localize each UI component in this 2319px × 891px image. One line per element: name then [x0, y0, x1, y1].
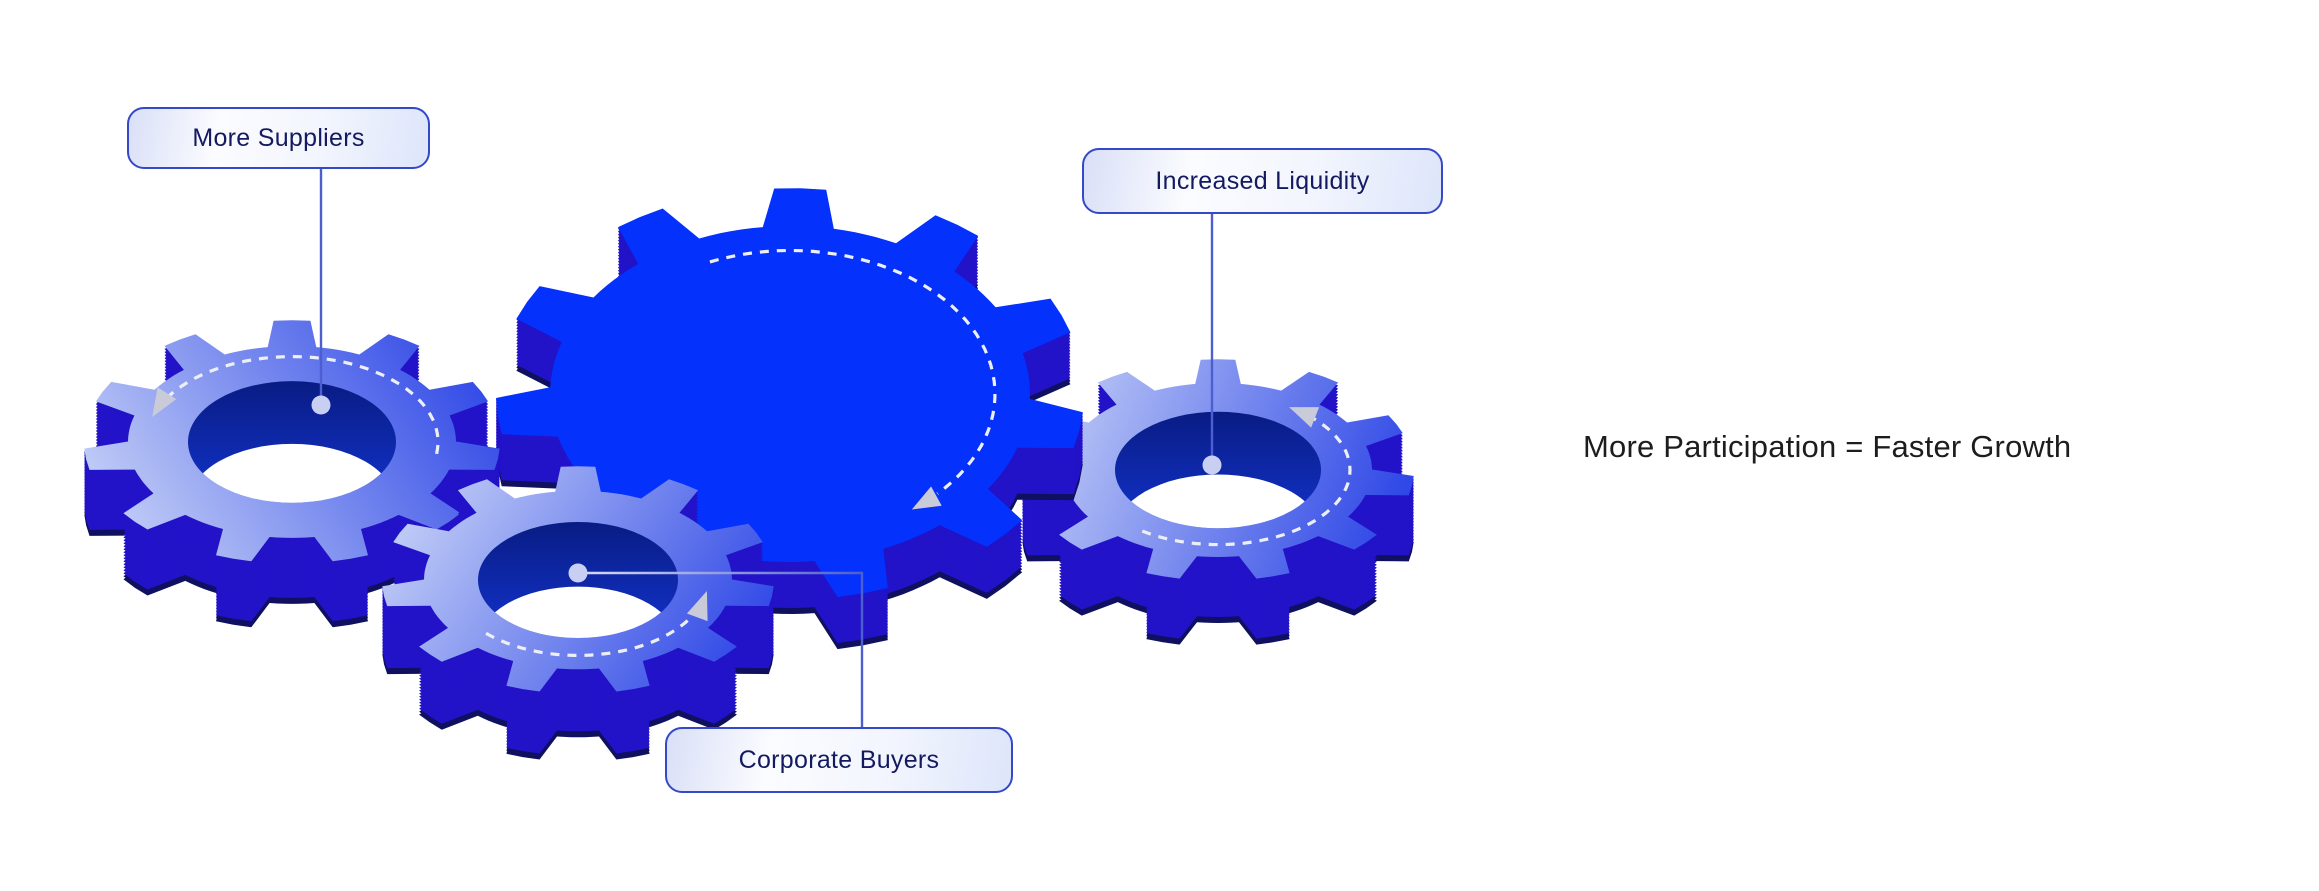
more-suppliers-connector-dot	[311, 395, 331, 415]
increased-liquidity-gear	[1022, 359, 1414, 645]
headline: More Participation = Faster Growth	[1583, 429, 2072, 464]
gear-hole-opening	[1115, 474, 1321, 529]
gear-top-face	[496, 188, 1083, 598]
increased-liquidity-connector-dot	[1202, 455, 1222, 475]
callout-more-suppliers-text: More Suppliers	[192, 123, 365, 152]
gear-hole-opening	[188, 443, 396, 503]
callout-increased-liquidity-text: Increased Liquidity	[1155, 166, 1370, 195]
rotation-arrow-icon	[686, 591, 708, 622]
callout-corporate-buyers-text: Corporate Buyers	[738, 745, 940, 774]
rotation-arc	[709, 248, 997, 495]
rotation-arrow-icon	[152, 387, 177, 417]
rotation-arrow-icon	[1289, 407, 1320, 428]
rotation-arrow-icon	[911, 486, 942, 510]
corporate-buyers-gear	[382, 466, 774, 760]
corporate-buyers-connector-dot	[568, 563, 588, 583]
callout-corporate-buyers: Corporate Buyers	[665, 727, 1013, 793]
callout-increased-liquidity: Increased Liquidity	[1082, 148, 1443, 214]
rotation-arc	[485, 604, 702, 657]
corporate-buyers-connector-line	[578, 571, 864, 727]
rotation-arc	[161, 355, 440, 455]
callout-more-suppliers: More Suppliers	[127, 107, 430, 169]
gear-hole-opening	[478, 586, 678, 638]
